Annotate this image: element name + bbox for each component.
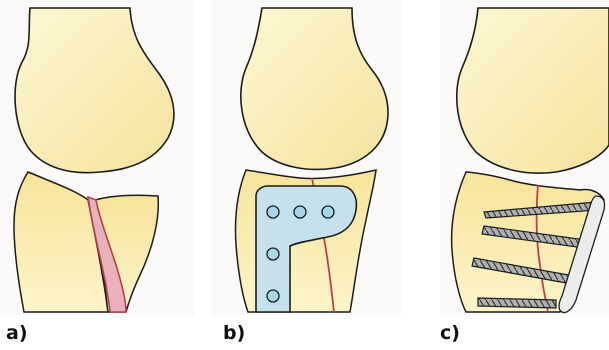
panel-c [440,0,609,315]
panel-b-label: b) [223,322,245,344]
plate-hole [322,206,334,218]
plate-hole [294,206,306,218]
panel-c-label: c) [440,322,460,344]
femoral-condyle [457,8,609,173]
panel-b [212,0,402,315]
screw [478,298,556,308]
panel-a [0,0,195,315]
panel-a-label: a) [6,322,28,344]
plate-hole [267,206,279,218]
plate-hole [267,248,279,260]
plate-hole [267,290,279,302]
